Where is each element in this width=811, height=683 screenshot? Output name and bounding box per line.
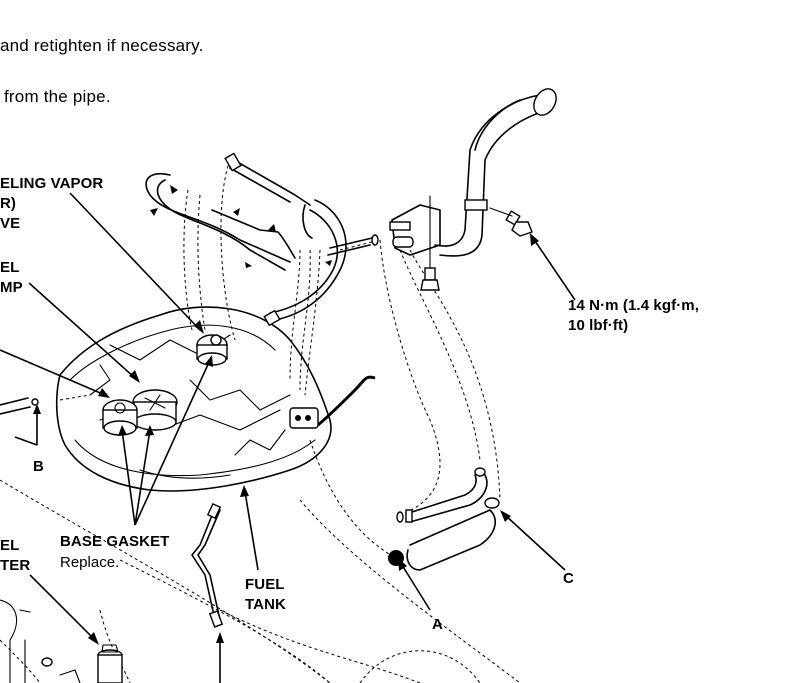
evap-hoses: [145, 152, 379, 327]
filler-neck-bolt: [489, 207, 533, 237]
label-torque-line2: 10 lbf·ft): [568, 317, 629, 334]
label-base-gasket: BASE GASKET: [60, 533, 170, 550]
label-fuel-filter-line1: EL: [0, 537, 20, 554]
fuel-filter: [0, 599, 123, 683]
fuel-tank: [55, 306, 332, 492]
fuel-feed-pipe: [191, 502, 224, 628]
leader-lines: [0, 192, 576, 683]
instruction-line-pipe: from the pipe.: [4, 87, 111, 106]
label-torque-line1: 14 N·m (1.4 kgf·m,: [568, 297, 699, 314]
instruction-line-retighten: and retighten if necessary.: [0, 36, 204, 55]
label-vapor-valve-line3: VE: [0, 215, 21, 232]
filler-hoses: [388, 467, 500, 571]
tank-connector-wire: [289, 375, 376, 429]
label-fuel-filter-line2: TER: [0, 557, 31, 574]
vent-pipe-b: [0, 397, 39, 415]
fuel-gauge-unit: [102, 399, 138, 436]
callout-b: B: [33, 458, 44, 475]
label-fuel-pump-line2: MP: [0, 279, 23, 296]
fuel-filler-neck: [389, 88, 557, 291]
label-base-gasket-note: Replace.: [60, 554, 120, 571]
fuel-pump-unit: [132, 389, 178, 431]
label-fuel-tank-line2: TANK: [245, 596, 286, 613]
label-fuel-tank-line1: FUEL: [245, 576, 285, 593]
callout-c: C: [563, 570, 574, 587]
label-vapor-valve-line2: R): [0, 195, 17, 212]
routing-dashed-lines: [0, 159, 521, 683]
label-vapor-valve-line1: ELING VAPOR: [0, 175, 104, 192]
callout-a: A: [432, 616, 443, 633]
label-fuel-pump-line1: EL: [0, 259, 20, 276]
